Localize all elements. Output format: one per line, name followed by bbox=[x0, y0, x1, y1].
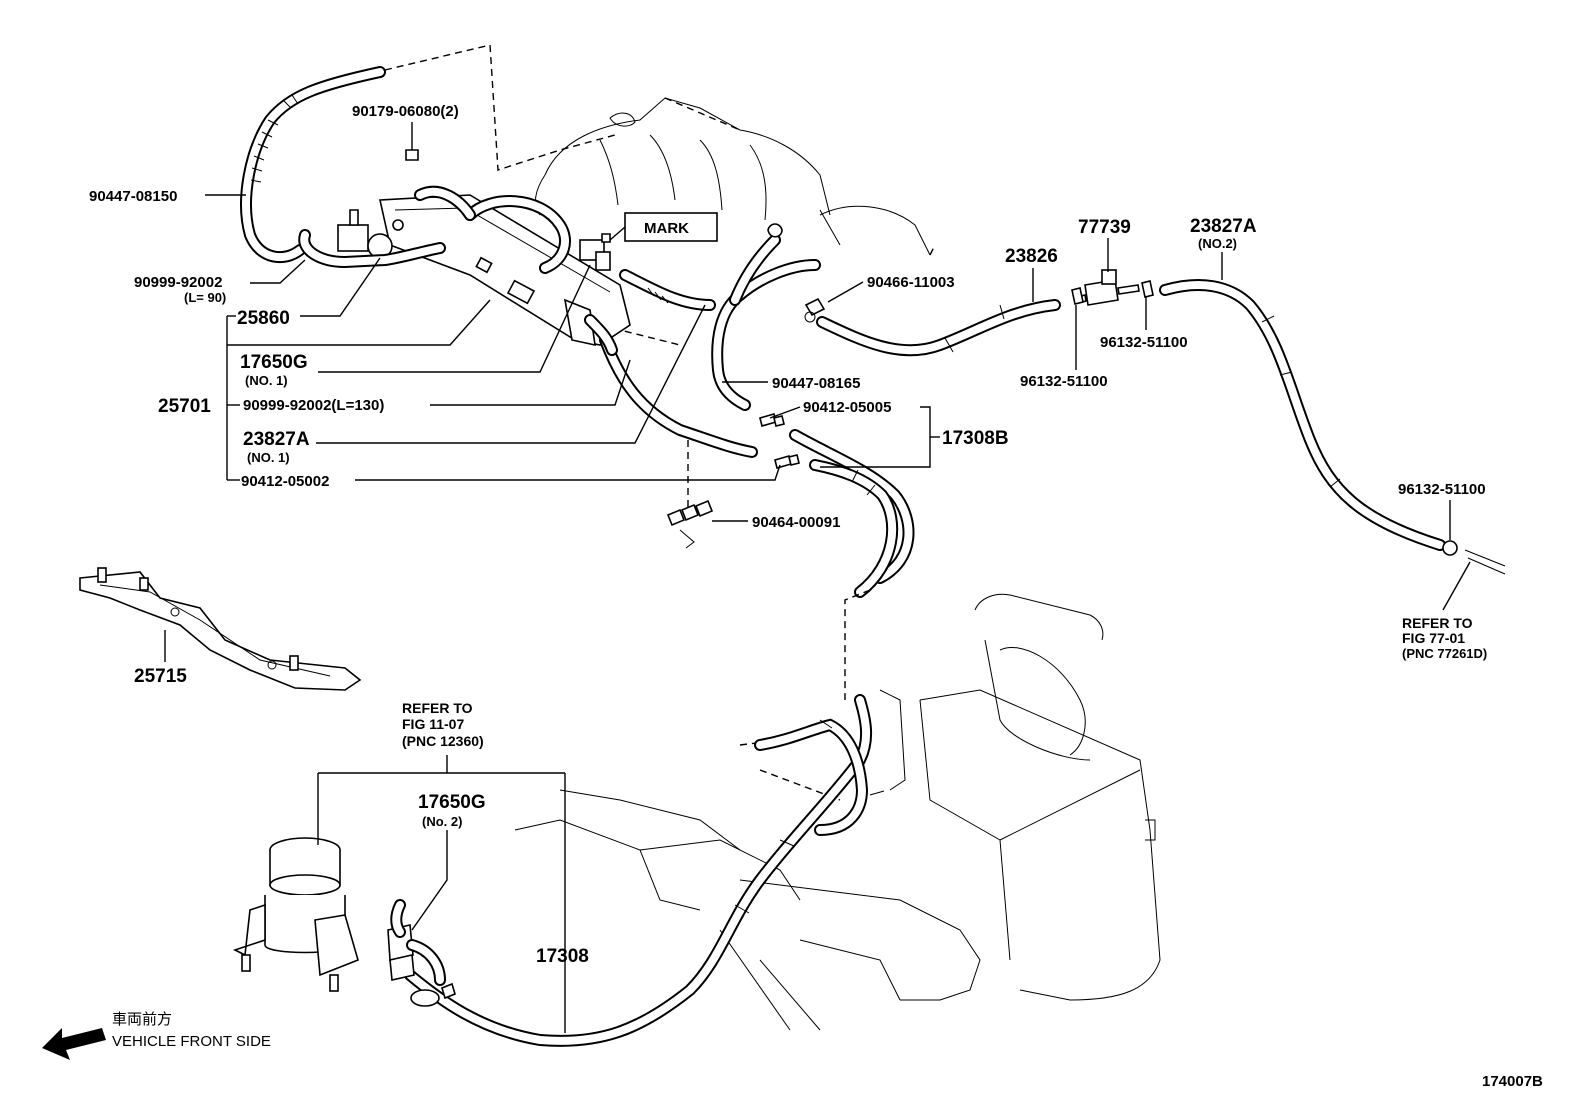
label-ref77-line3: (PNC 77261D) bbox=[1402, 646, 1487, 661]
lower-engine-outline bbox=[514, 593, 1161, 1031]
mark-box bbox=[624, 212, 718, 242]
fitting-90412-05005 bbox=[759, 413, 785, 427]
label-23827a-no1: 23827A bbox=[243, 429, 310, 450]
label-90999-92002-l90-sub: (L= 90) bbox=[184, 290, 226, 305]
label-23826: 23826 bbox=[1005, 246, 1058, 267]
hose-loop-top bbox=[414, 185, 571, 274]
label-25860: 25860 bbox=[237, 308, 290, 329]
hose-17308b bbox=[789, 429, 915, 598]
label-90464-00091: 90464-00091 bbox=[752, 514, 840, 531]
label-front-jp: 車両前方 bbox=[112, 1011, 172, 1028]
label-23827a-no2: 23827A bbox=[1190, 216, 1257, 237]
hose-23827a-no1 bbox=[599, 334, 758, 458]
label-25701: 25701 bbox=[158, 396, 211, 417]
label-17650g-no1: 17650G bbox=[240, 352, 308, 373]
label-90466-11003: 90466-11003 bbox=[867, 274, 955, 291]
dashed-leader-top bbox=[384, 44, 616, 171]
clamp-96132-51100-a bbox=[1071, 287, 1084, 305]
label-90999-92002-l130: 90999-92002(L=130) bbox=[243, 397, 384, 414]
label-23827a-no1-sub: (NO. 1) bbox=[247, 450, 290, 465]
vsv-17650g-no2 bbox=[387, 899, 456, 1007]
label-96132-51100-b: 96132-51100 bbox=[1100, 334, 1188, 351]
label-17650g-no1-sub: (NO. 1) bbox=[245, 373, 288, 388]
label-ref11-line2: FIG 11-07 bbox=[402, 716, 464, 732]
label-90447-08165: 90447-08165 bbox=[772, 375, 860, 392]
leader-lines bbox=[164, 122, 1471, 1033]
label-90179-06080: 90179-06080(2) bbox=[352, 103, 459, 120]
label-96132-51100-a: 96132-51100 bbox=[1020, 373, 1108, 390]
labels: 90447-08150 90179-06080(2) 90999-92002 (… bbox=[89, 103, 1543, 1090]
vehicle-front-arrow bbox=[42, 1028, 106, 1060]
bracket-25860 bbox=[379, 194, 631, 347]
label-77739: 77739 bbox=[1078, 217, 1131, 238]
hose-23827a-no2 bbox=[1159, 279, 1446, 551]
engine-mount bbox=[232, 837, 359, 992]
clip-90464-00091 bbox=[666, 499, 714, 549]
label-ref11-line1: REFER TO bbox=[402, 700, 473, 716]
label-90412-05002: 90412-05002 bbox=[241, 473, 329, 490]
dashed-leader-lower bbox=[844, 589, 871, 700]
clamp-96132-51100-b bbox=[1141, 280, 1154, 298]
label-96132-51100-c: 96132-51100 bbox=[1398, 481, 1486, 498]
mark-label: MARK bbox=[644, 220, 689, 237]
hose-90447-08150 bbox=[240, 66, 386, 263]
hose-90447-08165 bbox=[619, 234, 821, 411]
bracket-25715 bbox=[79, 567, 362, 691]
label-17650g-no2: 17650G bbox=[418, 792, 486, 813]
label-90447-08150: 90447-08150 bbox=[89, 188, 177, 205]
clip-manifold bbox=[767, 223, 783, 238]
label-front-en: VEHICLE FRONT SIDE bbox=[112, 1033, 271, 1050]
hose-23826 bbox=[816, 299, 1061, 357]
label-17308: 17308 bbox=[536, 946, 589, 967]
label-17650g-no2-sub: (No. 2) bbox=[422, 814, 462, 829]
hose-90999-92002-l90 bbox=[298, 229, 446, 269]
label-23827a-no2-sub: (NO.2) bbox=[1198, 236, 1237, 251]
figure-id: 174007B bbox=[1482, 1073, 1543, 1090]
label-90999-92002-l90: 90999-92002 bbox=[134, 274, 222, 291]
hose-90999-92002-l130 bbox=[584, 314, 618, 356]
clamp-96132-51100-c bbox=[1442, 540, 1506, 575]
label-ref77-line1: REFER TO bbox=[1402, 615, 1473, 631]
vsv-25860 bbox=[337, 209, 393, 259]
clamp-90466-11003 bbox=[804, 297, 826, 323]
label-25715: 25715 bbox=[134, 666, 187, 687]
label-ref11-line3: (PNC 12360) bbox=[402, 733, 484, 749]
hose-17308 bbox=[404, 694, 885, 1047]
label-90412-05005: 90412-05005 bbox=[803, 399, 891, 416]
intake-manifold-outline bbox=[534, 97, 936, 346]
vsv-17650g-no1 bbox=[579, 233, 611, 271]
vsv-77739 bbox=[1076, 269, 1140, 306]
label-ref77-line2: FIG 77-01 bbox=[1402, 630, 1465, 646]
fitting-90412-05002 bbox=[774, 454, 800, 469]
label-17308b: 17308B bbox=[942, 428, 1009, 449]
